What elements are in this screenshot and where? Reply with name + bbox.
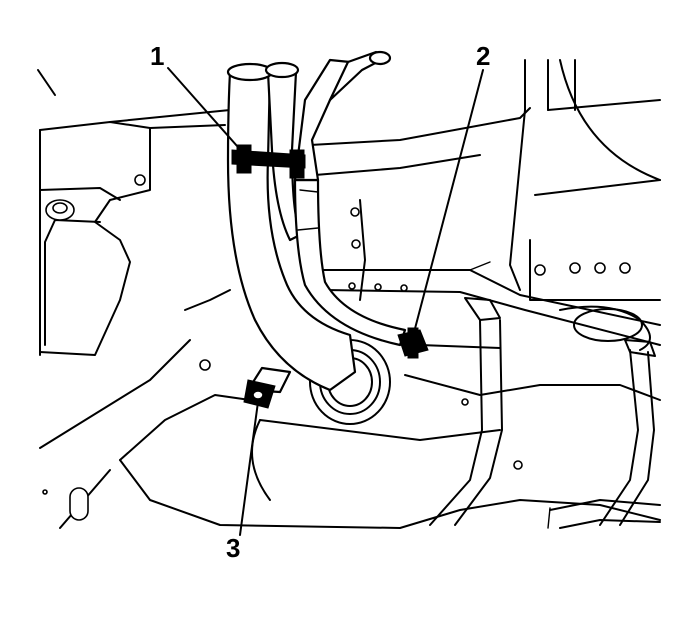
callout-1-label: 1 <box>150 41 164 71</box>
fuel-hoses <box>226 50 407 394</box>
callout-3-label: 3 <box>226 533 240 563</box>
callout-leaders <box>167 67 484 536</box>
callout-2-label: 2 <box>476 41 490 71</box>
underbody-structure <box>37 59 661 529</box>
hose-clamps <box>231 144 429 409</box>
